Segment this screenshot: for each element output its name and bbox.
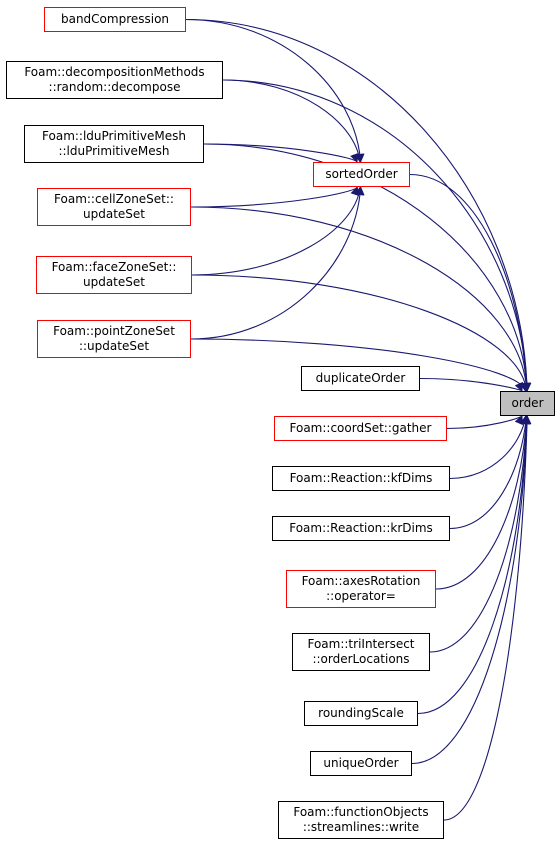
node-coord-set-gather[interactable]: Foam::coordSet::gather: [274, 416, 447, 441]
node-sorted-order[interactable]: sortedOrder: [313, 162, 410, 187]
node-order[interactable]: order: [500, 391, 555, 416]
edge-lduPrimitiveMesh-to-sortedOrder: [203, 143, 359, 163]
edge-pointZoneSet-to-order: [190, 338, 529, 392]
node-streamlines-write[interactable]: Foam::functionObjects ::streamlines::wri…: [278, 801, 444, 839]
edge-randomDecompose-to-order: [222, 79, 532, 392]
node-duplicate-order[interactable]: duplicateOrder: [301, 366, 420, 391]
edge-randomDecompose-to-sortedOrder: [222, 79, 364, 163]
edge-coordSetGather-to-order: [446, 415, 523, 430]
edge-axesRotation-to-order: [435, 415, 531, 590]
edge-kfDims-to-order: [449, 415, 529, 480]
edge-triIntersect-to-order: [429, 415, 532, 653]
edge-lduPrimitiveMesh-to-order: [203, 143, 532, 392]
edge-roundingScale-to-order: [417, 415, 532, 715]
edge-bandCompression-to-sortedOrder: [185, 18, 365, 163]
edge-streamlines-to-order: [443, 415, 532, 821]
node-random-decompose[interactable]: Foam::decompositionMethods ::random::dec…: [6, 61, 223, 99]
node-face-zone-set-update-set[interactable]: Foam::faceZoneSet:: updateSet: [36, 256, 192, 294]
node-reaction-kf-dims[interactable]: Foam::Reaction::kfDims: [272, 466, 450, 491]
edge-krDims-to-order: [449, 415, 531, 530]
node-tri-intersect-order-locations[interactable]: Foam::triIntersect ::orderLocations: [292, 633, 430, 671]
edge-cellZoneSet-to-order: [190, 206, 531, 392]
node-axes-rotation-operator[interactable]: Foam::axesRotation ::operator=: [286, 570, 436, 608]
node-rounding-scale[interactable]: roundingScale: [304, 701, 418, 726]
edge-faceZoneSet-to-order: [191, 274, 531, 392]
edge-faceZoneSet-to-sortedOrder: [191, 186, 364, 276]
edge-duplicateOrder-to-order: [419, 377, 523, 392]
node-cell-zone-set-update-set[interactable]: Foam::cellZoneSet:: updateSet: [37, 188, 191, 226]
node-point-zone-set-update-set[interactable]: Foam::pointZoneSet ::updateSet: [37, 320, 191, 358]
edge-uniqueOrder-to-order: [411, 415, 532, 765]
node-band-compression[interactable]: bandCompression: [44, 7, 186, 32]
edge-sortedOrder-to-order: [409, 173, 532, 392]
edge-bandCompression-to-order: [185, 18, 532, 392]
node-unique-order[interactable]: uniqueOrder: [310, 751, 412, 776]
node-ldu-primitive-mesh[interactable]: Foam::lduPrimitiveMesh ::lduPrimitiveMes…: [24, 125, 204, 163]
edge-cellZoneSet-to-sortedOrder: [190, 186, 359, 208]
node-reaction-kr-dims[interactable]: Foam::Reaction::krDims: [272, 516, 450, 541]
edge-pointZoneSet-to-sortedOrder: [190, 186, 365, 340]
